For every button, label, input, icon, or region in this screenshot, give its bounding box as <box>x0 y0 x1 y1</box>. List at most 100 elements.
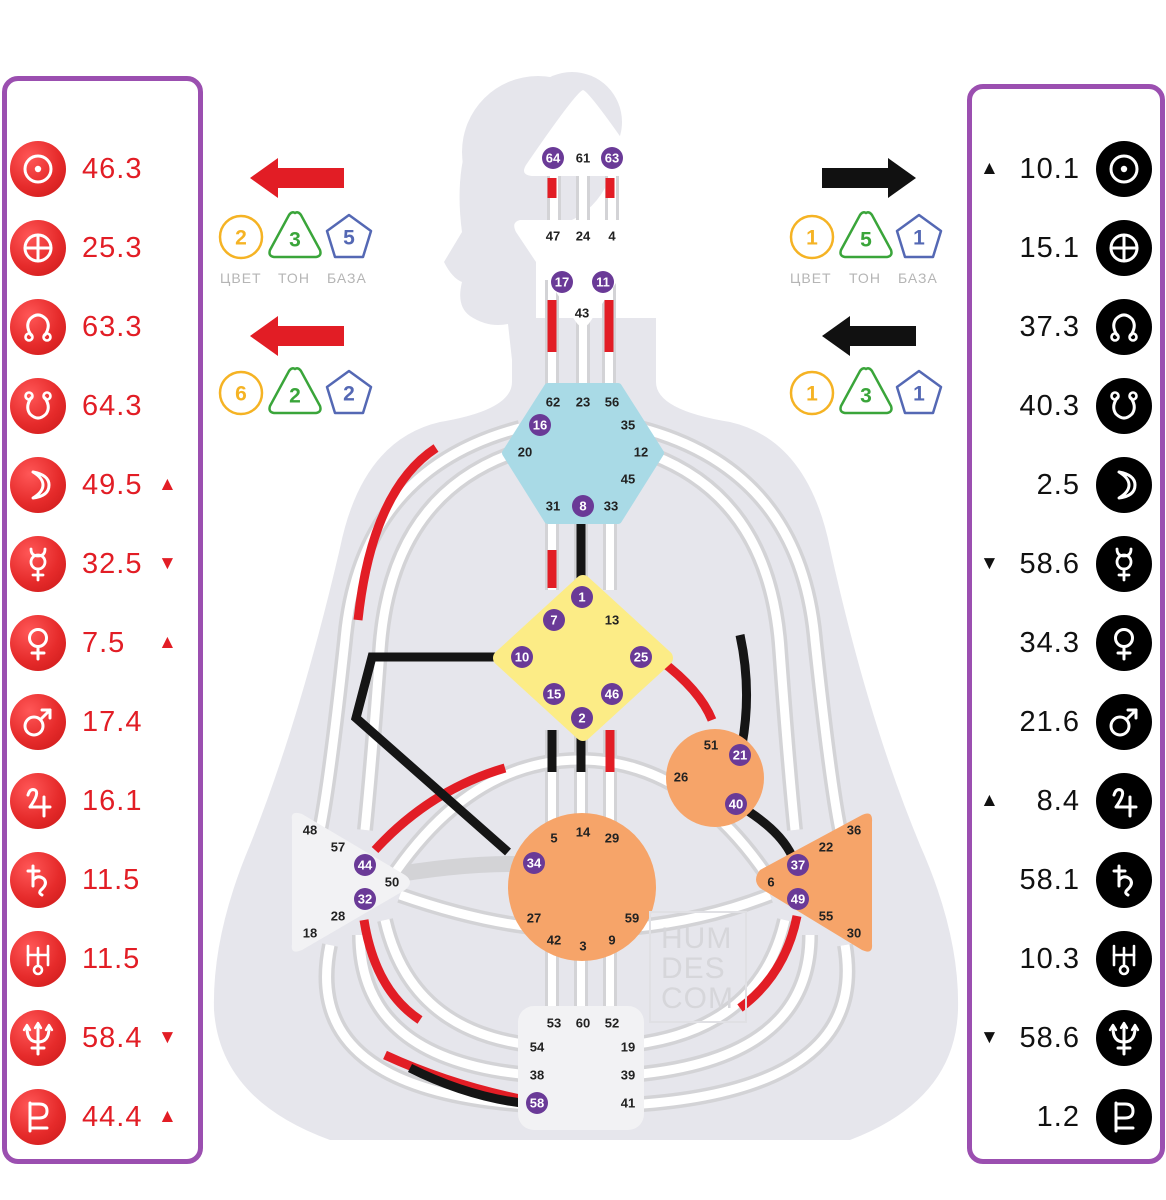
gate-11[interactable]: 11 <box>592 271 614 293</box>
gate-33[interactable]: 33 <box>604 499 618 514</box>
gate-36[interactable]: 36 <box>847 823 861 838</box>
gate-40[interactable]: 40 <box>725 793 747 815</box>
gate-2[interactable]: 2 <box>571 707 593 729</box>
gate-45[interactable]: 45 <box>621 472 635 487</box>
earth-icon <box>1096 220 1152 276</box>
gate-16[interactable]: 16 <box>529 414 551 436</box>
sun-icon <box>10 141 66 197</box>
gate-21[interactable]: 21 <box>729 744 751 766</box>
gate-8[interactable]: 8 <box>572 495 594 517</box>
gate-50[interactable]: 50 <box>385 875 399 890</box>
personality-pluto-row[interactable]: 1.2 <box>980 1087 1162 1147</box>
personality-south-node-row[interactable]: 40.3 <box>980 376 1162 436</box>
design-mars-row[interactable]: 17.4 <box>10 692 190 752</box>
gate-38[interactable]: 38 <box>530 1068 544 1083</box>
gate-44[interactable]: 44 <box>354 854 376 876</box>
design-venus-row[interactable]: 7.5 ▲ <box>10 613 190 673</box>
gate-57[interactable]: 57 <box>331 840 345 855</box>
planet-value: 11.5 <box>82 863 141 896</box>
gate-9[interactable]: 9 <box>608 933 615 948</box>
personality-sun-row[interactable]: ▲ 10.1 <box>980 139 1162 199</box>
gate-27[interactable]: 27 <box>527 911 541 926</box>
gate-29[interactable]: 29 <box>605 831 619 846</box>
design-sun-row[interactable]: 46.3 <box>10 139 190 199</box>
right-bottom-color-badge: 1 <box>789 370 835 416</box>
gate-48[interactable]: 48 <box>303 823 317 838</box>
south-node-icon <box>10 378 66 434</box>
design-north-node-row[interactable]: 63.3 <box>10 297 190 357</box>
design-mercury-row[interactable]: 32.5 ▼ <box>10 534 190 594</box>
design-pluto-row[interactable]: 44.4 ▲ <box>10 1087 190 1147</box>
gate-42[interactable]: 42 <box>547 933 561 948</box>
gate-61[interactable]: 61 <box>576 151 590 166</box>
gate-46[interactable]: 46 <box>601 683 623 705</box>
design-uranus-row[interactable]: 11.5 <box>10 929 190 989</box>
personality-saturn-row[interactable]: 58.1 <box>980 850 1162 910</box>
gate-51[interactable]: 51 <box>704 738 718 753</box>
design-neptune-row[interactable]: 58.4 ▼ <box>10 1008 190 1068</box>
gate-22[interactable]: 22 <box>819 840 833 855</box>
gate-39[interactable]: 39 <box>621 1068 635 1083</box>
design-saturn-row[interactable]: 11.5 <box>10 850 190 910</box>
gate-24[interactable]: 24 <box>576 229 591 244</box>
gate-26[interactable]: 26 <box>674 770 688 785</box>
design-moon-row[interactable]: 49.5 ▲ <box>10 455 190 515</box>
personality-neptune-row[interactable]: ▼ 58.6 <box>980 1008 1162 1068</box>
mars-icon <box>10 694 66 750</box>
gate-20[interactable]: 20 <box>518 445 532 460</box>
planet-value: 2.5 <box>1036 468 1080 501</box>
svg-text:2: 2 <box>235 227 247 250</box>
gate-7[interactable]: 7 <box>543 609 565 631</box>
personality-north-node-row[interactable]: 37.3 <box>980 297 1162 357</box>
gate-3[interactable]: 3 <box>579 939 586 954</box>
gate-5[interactable]: 5 <box>550 831 557 846</box>
gate-18[interactable]: 18 <box>303 926 317 941</box>
personality-mars-row[interactable]: 21.6 <box>980 692 1162 752</box>
gate-58[interactable]: 58 <box>526 1092 548 1114</box>
gate-19[interactable]: 19 <box>621 1040 635 1055</box>
gate-49[interactable]: 49 <box>787 888 809 910</box>
gate-10[interactable]: 10 <box>511 646 533 668</box>
gate-59[interactable]: 59 <box>625 911 639 926</box>
gate-63[interactable]: 63 <box>601 147 623 169</box>
planet-value: 34.3 <box>1019 626 1080 659</box>
gate-53[interactable]: 53 <box>547 1016 561 1031</box>
gate-47[interactable]: 47 <box>546 229 560 244</box>
gate-15[interactable]: 15 <box>543 683 565 705</box>
gate-6[interactable]: 6 <box>767 875 774 890</box>
design-earth-row[interactable]: 25.3 <box>10 218 190 278</box>
personality-uranus-row[interactable]: 10.3 <box>980 929 1162 989</box>
personality-earth-row[interactable]: 15.1 <box>980 218 1162 278</box>
gate-4[interactable]: 4 <box>608 229 616 244</box>
gate-41[interactable]: 41 <box>621 1096 635 1111</box>
gate-14[interactable]: 14 <box>576 825 591 840</box>
gate-37[interactable]: 37 <box>787 854 809 876</box>
gate-12[interactable]: 12 <box>634 445 648 460</box>
gate-25[interactable]: 25 <box>630 646 652 668</box>
gate-30[interactable]: 30 <box>847 926 861 941</box>
personality-jupiter-row[interactable]: ▲ 8.4 <box>980 771 1162 831</box>
gate-35[interactable]: 35 <box>621 418 635 433</box>
gate-23[interactable]: 23 <box>576 395 590 410</box>
svg-text:21: 21 <box>733 748 747 763</box>
personality-moon-row[interactable]: 2.5 <box>980 455 1162 515</box>
gate-62[interactable]: 62 <box>546 395 560 410</box>
gate-60[interactable]: 60 <box>576 1016 590 1031</box>
gate-43[interactable]: 43 <box>575 306 589 321</box>
gate-17[interactable]: 17 <box>551 271 573 293</box>
gate-13[interactable]: 13 <box>605 613 619 628</box>
gate-54[interactable]: 54 <box>530 1040 545 1055</box>
gate-32[interactable]: 32 <box>354 888 376 910</box>
design-south-node-row[interactable]: 64.3 <box>10 376 190 436</box>
gate-34[interactable]: 34 <box>523 852 545 874</box>
gate-28[interactable]: 28 <box>331 909 345 924</box>
design-jupiter-row[interactable]: 16.1 <box>10 771 190 831</box>
gate-1[interactable]: 1 <box>571 586 593 608</box>
personality-venus-row[interactable]: 34.3 <box>980 613 1162 673</box>
gate-31[interactable]: 31 <box>546 499 560 514</box>
personality-mercury-row[interactable]: ▼ 58.6 <box>980 534 1162 594</box>
gate-56[interactable]: 56 <box>605 395 619 410</box>
gate-55[interactable]: 55 <box>819 909 833 924</box>
gate-64[interactable]: 64 <box>542 147 564 169</box>
gate-52[interactable]: 52 <box>605 1016 619 1031</box>
